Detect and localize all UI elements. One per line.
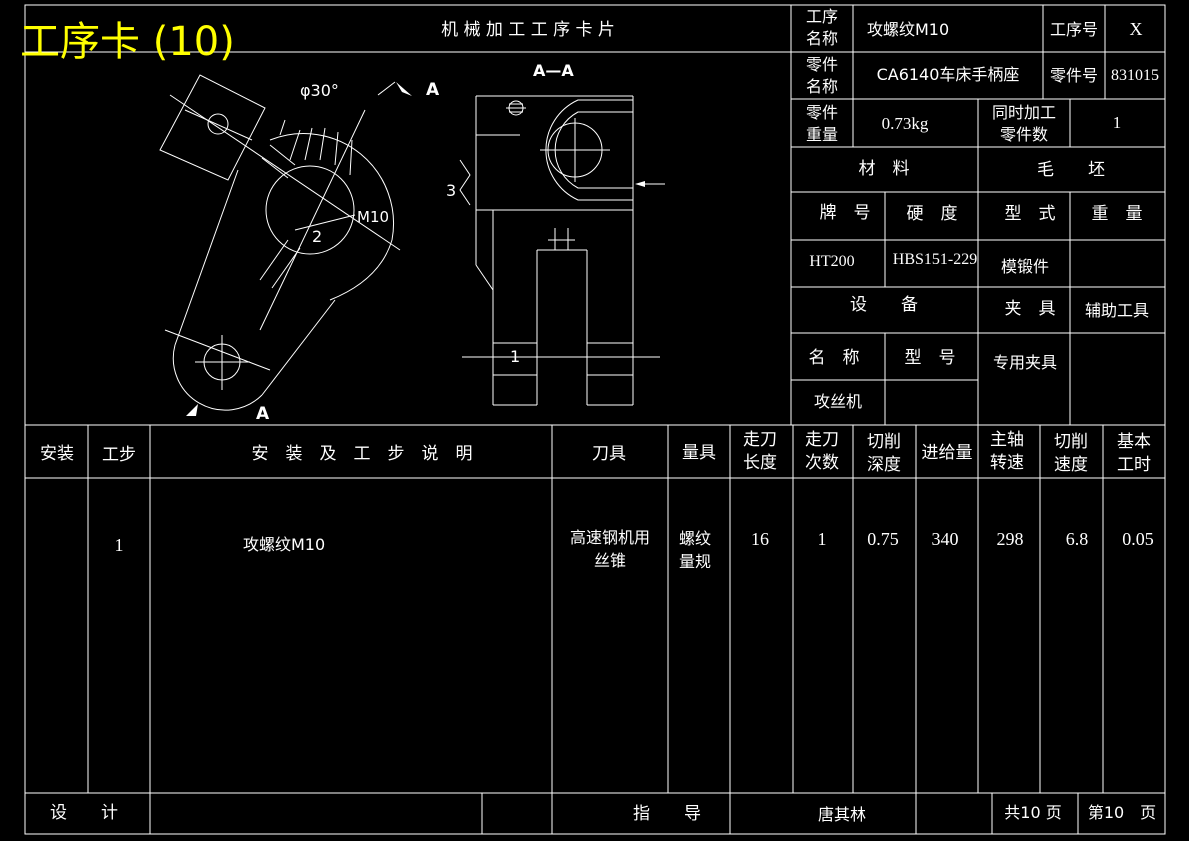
part-no-label: 零件号 xyxy=(1050,66,1098,85)
hardness-value: HBS151-229 xyxy=(893,251,977,268)
col-passes-1: 走刀 xyxy=(805,430,839,450)
card-title: 机 械 加 工 工 序 卡 片 xyxy=(441,20,615,40)
row-passes: 1 xyxy=(818,529,827,549)
table-row: 1 攻螺纹M10 高速钢机用 丝锥 螺纹 量规 16 1 0.75 340 29… xyxy=(115,528,1154,571)
section-arrow-a-bottom: A xyxy=(256,404,270,424)
fixture-label: 夹 具 xyxy=(1005,299,1056,319)
callout-3: 3 xyxy=(446,181,456,200)
callout-1: 1 xyxy=(510,347,520,366)
guide-label: 指 导 xyxy=(633,804,701,824)
weight-label: 重 量 xyxy=(1092,204,1143,224)
fixture-value: 专用夹具 xyxy=(993,353,1057,372)
row-desc: 攻螺纹M10 xyxy=(243,535,325,554)
col-length-2: 长度 xyxy=(743,453,777,473)
row-length: 16 xyxy=(751,529,769,549)
section-arrow-a-top: A xyxy=(426,80,440,100)
grade-value: HT200 xyxy=(809,253,854,270)
col-install: 安装 xyxy=(40,444,74,464)
type-label: 型 式 xyxy=(1005,204,1056,224)
overlay-title: 工序卡 (10) xyxy=(20,19,235,65)
material-label: 材 料 xyxy=(859,159,910,179)
col-depth-1: 切削 xyxy=(867,432,901,452)
col-length-1: 走刀 xyxy=(743,430,777,450)
col-passes-2: 次数 xyxy=(805,453,839,473)
part-weight-label-2: 重量 xyxy=(806,125,838,144)
part-name-label-2: 名称 xyxy=(806,77,838,96)
col-speed-1: 切削 xyxy=(1054,432,1088,452)
angle-label: φ30° xyxy=(300,81,339,100)
op-name-label-2: 名称 xyxy=(806,29,838,48)
row-speed: 6.8 xyxy=(1066,529,1089,549)
equip-model-label: 型 号 xyxy=(905,348,956,368)
part-name-value: CA6140车床手柄座 xyxy=(877,65,1020,84)
col-feed: 进给量 xyxy=(922,443,973,463)
part-weight-label-1: 零件 xyxy=(806,103,838,122)
col-speed-2: 速度 xyxy=(1054,455,1088,475)
section-title: A—A xyxy=(533,61,574,80)
col-depth-2: 深度 xyxy=(867,455,901,475)
row-time: 0.05 xyxy=(1122,529,1154,549)
part-no-value: 831015 xyxy=(1111,67,1159,84)
op-no-label: 工序号 xyxy=(1050,20,1098,39)
row-tool-2: 丝锥 xyxy=(594,551,626,570)
aux-tool-label: 辅助工具 xyxy=(1085,301,1149,320)
blank-type-value: 模锻件 xyxy=(1001,257,1049,276)
callout-2: 2 xyxy=(312,227,322,246)
col-spindle-1: 主轴 xyxy=(990,430,1024,450)
row-spindle: 298 xyxy=(997,529,1024,549)
grade-label: 牌 号 xyxy=(820,203,871,223)
simul-value: 1 xyxy=(1113,113,1122,132)
col-desc: 安 装 及 工 步 说 明 xyxy=(252,444,473,464)
guide-name: 唐其林 xyxy=(818,805,866,824)
row-gauge-2: 量规 xyxy=(679,552,711,571)
row-gauge-1: 螺纹 xyxy=(679,529,711,548)
equip-name-label: 名 称 xyxy=(809,348,860,368)
section-view-aa: A—A xyxy=(446,61,665,406)
part-name-label-1: 零件 xyxy=(806,55,838,74)
col-gauge: 量具 xyxy=(682,443,716,463)
total-pages: 共10 页 xyxy=(1004,803,1061,822)
op-name-value: 攻螺纹M10 xyxy=(867,20,949,39)
part-view-left: φ30° M10 2 A A xyxy=(159,74,440,424)
blank-label: 毛 坯 xyxy=(1037,160,1105,180)
col-tool: 刀具 xyxy=(592,444,626,464)
row-step: 1 xyxy=(115,535,124,555)
col-time-1: 基本 xyxy=(1117,432,1151,452)
op-name-label-1: 工序 xyxy=(806,7,838,26)
hardness-label: 硬 度 xyxy=(907,204,958,224)
thread-label: M10 xyxy=(357,208,389,226)
design-label: 设 计 xyxy=(50,803,118,823)
part-weight-value: 0.73kg xyxy=(882,114,929,133)
page-number: 第10 页 xyxy=(1088,803,1156,822)
simul-label-2: 零件数 xyxy=(1000,125,1048,144)
row-feed: 340 xyxy=(932,529,959,549)
col-spindle-2: 转速 xyxy=(990,453,1024,473)
row-tool-1: 高速钢机用 xyxy=(570,528,650,547)
simul-label-1: 同时加工 xyxy=(992,103,1056,122)
equip-label: 设 备 xyxy=(850,295,918,315)
equip-name-value: 攻丝机 xyxy=(814,392,862,411)
outer-frame xyxy=(24,4,1166,835)
col-time-2: 工时 xyxy=(1117,455,1151,475)
op-no-value: X xyxy=(1130,19,1143,39)
row-depth: 0.75 xyxy=(867,529,899,549)
col-step: 工步 xyxy=(102,445,136,465)
